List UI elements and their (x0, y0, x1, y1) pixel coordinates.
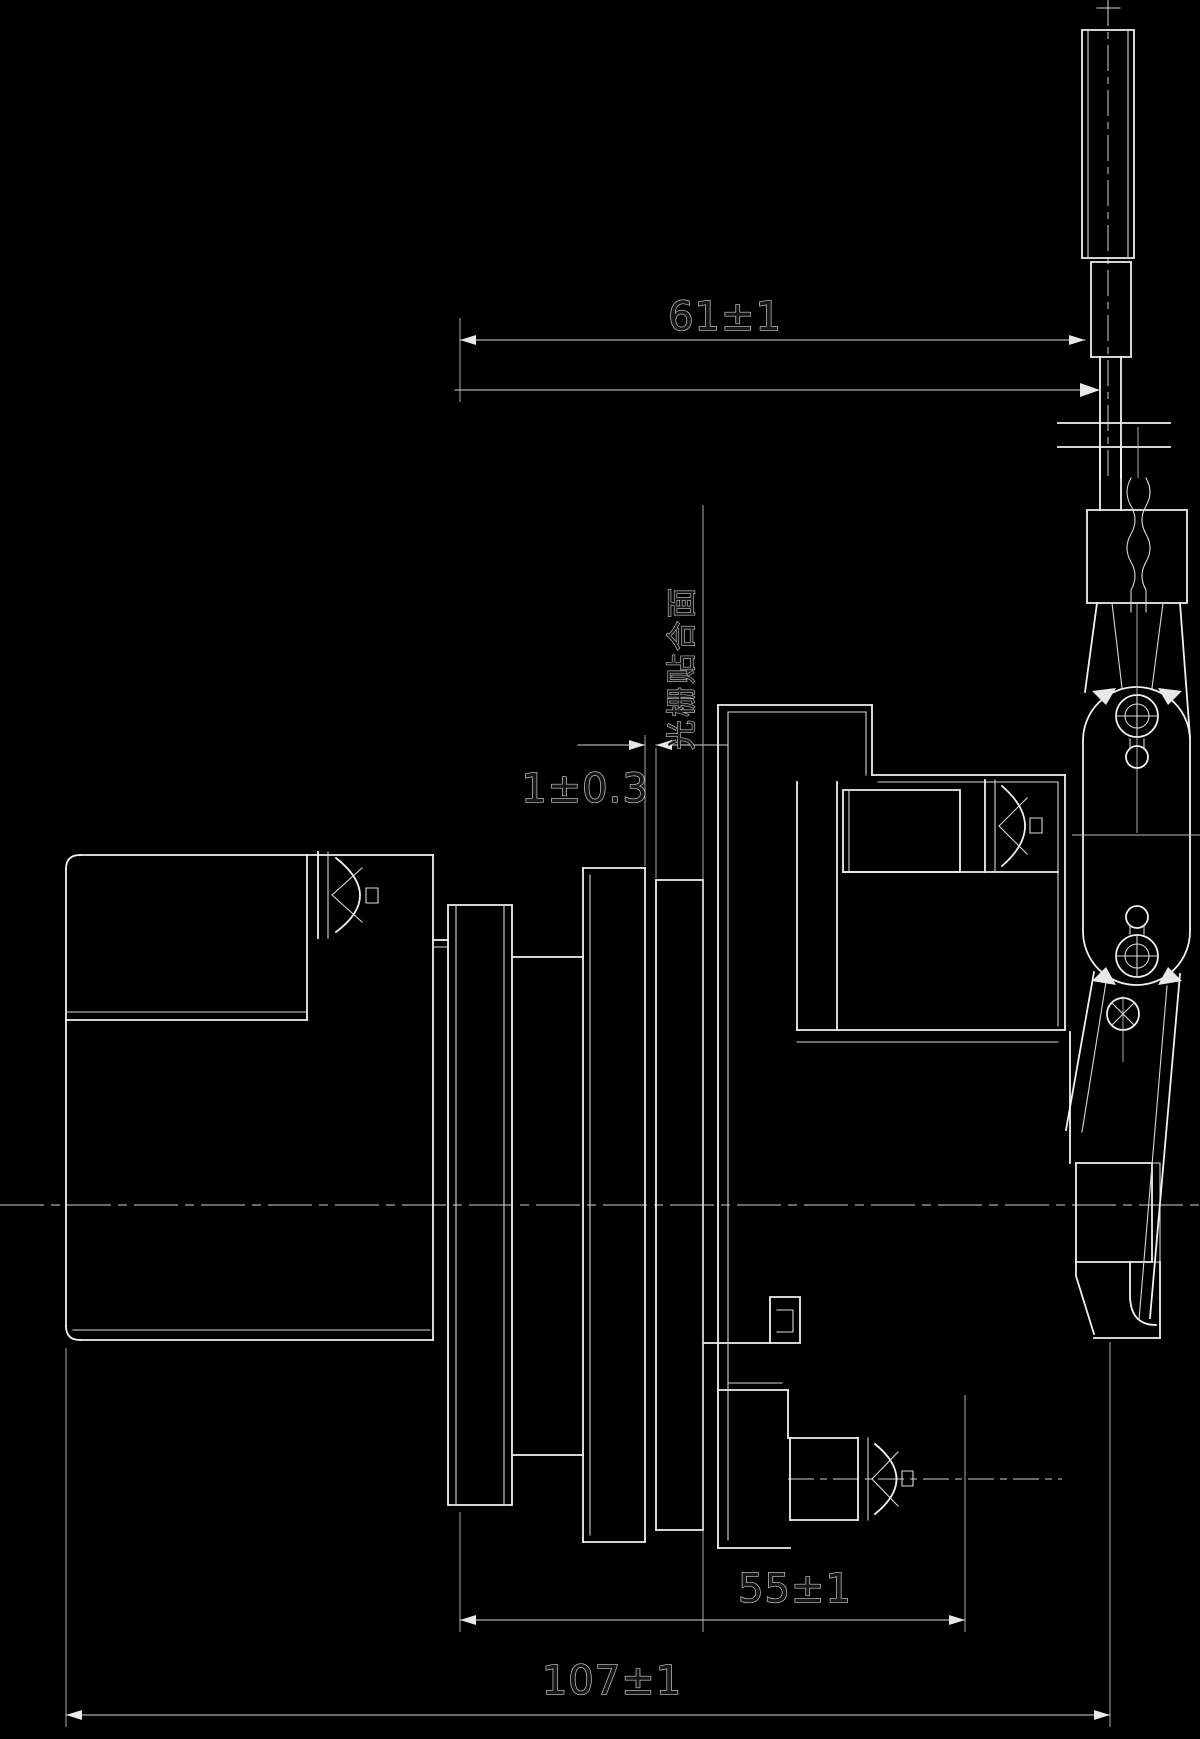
dimension-55-text: 55±1 (738, 1566, 852, 1612)
pivot-screw-circle (1106, 996, 1140, 1062)
screw-detail-bottom (857, 1437, 914, 1521)
bracket-linkage (1064, 970, 1181, 1339)
dimension-107-text: 107±1 (542, 1658, 682, 1704)
surface-note-label: 光栅贴合面 (664, 505, 704, 1632)
screw-detail-top (984, 779, 1043, 873)
shaft-tab-detail (769, 1296, 801, 1344)
stadium-slot (1072, 686, 1200, 986)
keyhole-screw-bottom (1115, 905, 1159, 978)
sensor-body (717, 704, 1066, 1549)
fork-legs-upper (1083, 601, 1191, 738)
centerline-vertical-lever (1096, 0, 1121, 478)
tension-lever (1057, 29, 1191, 738)
screw-detail-left (317, 851, 379, 939)
mounting-flange (447, 904, 513, 1506)
dimension-61-text: 61±1 (668, 294, 782, 340)
dimension-gap-text: 1±0.3 (521, 766, 649, 812)
dimension-1-0-3: 1±0.3 (521, 735, 729, 878)
left-housing (65, 851, 449, 1341)
break-lines (1057, 422, 1171, 448)
dimension-107: 107±1 (65, 1342, 1111, 1727)
dimension-61: 61±1 (454, 293, 1100, 402)
fork-legs-lower (1064, 970, 1181, 1321)
keyhole-screw-top (1115, 694, 1159, 769)
surface-note-text: 光栅贴合面 (665, 585, 700, 750)
dimension-55: 55±1 (459, 1395, 966, 1632)
clamp-block (1086, 427, 1188, 613)
